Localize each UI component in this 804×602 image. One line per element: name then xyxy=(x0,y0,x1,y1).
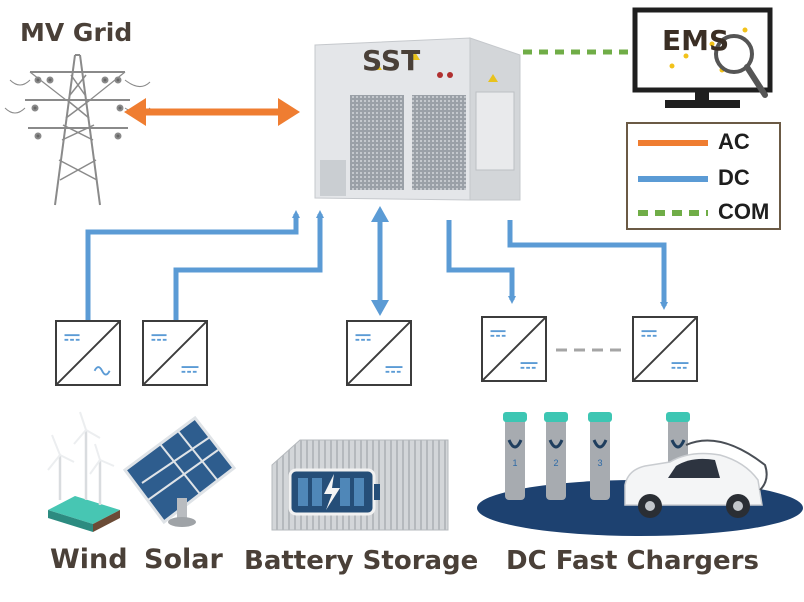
wind-label: Wind xyxy=(50,544,128,575)
ems-label: EMS xyxy=(662,24,730,57)
legend-box: AC DC COM xyxy=(626,122,781,230)
battery-bidirectional-arrowhead-bottom xyxy=(371,300,389,316)
legend-swatch-com xyxy=(638,210,708,216)
solar-label: Solar xyxy=(144,544,223,575)
battery-storage-label: Battery Storage xyxy=(244,546,479,576)
dc-connection-lines xyxy=(85,210,668,320)
charger-number-1: 1 xyxy=(512,458,517,468)
battery-converter-dc-dc xyxy=(346,320,412,386)
electric-car-icon xyxy=(624,439,768,518)
wind-turbine-icon xyxy=(47,411,120,532)
charger-converter-dc-dc-n xyxy=(632,316,698,382)
legend-label-dc: DC xyxy=(718,165,750,190)
legend-label-ac: AC xyxy=(718,129,750,154)
charger-number-3: 3 xyxy=(597,458,602,468)
legend-swatch-dc xyxy=(638,176,708,182)
charger-converter-dc-dc-1 xyxy=(481,316,547,382)
wind-converter-ac-dc xyxy=(55,320,121,386)
legend-item-ac: AC xyxy=(638,128,778,156)
legend-swatch-ac xyxy=(638,140,708,146)
mv-grid-label: MV Grid xyxy=(20,18,133,47)
battery-container-icon xyxy=(271,439,449,531)
battery-bidirectional-arrowhead-top xyxy=(371,206,389,222)
dc-fast-chargers-label: DC Fast Chargers xyxy=(506,546,759,576)
legend-item-com: COM xyxy=(638,198,778,226)
transmission-tower-icon xyxy=(4,54,151,206)
ems-monitor-icon xyxy=(632,7,773,108)
legend-label-com: COM xyxy=(718,199,770,224)
legend-item-dc: DC xyxy=(638,164,778,192)
sst-label: SST xyxy=(362,44,421,77)
sst-cabinet-icon xyxy=(314,37,521,201)
charger-number-2: 2 xyxy=(553,458,558,468)
ac-connection-arrow xyxy=(124,98,300,126)
solar-converter-dc-dc xyxy=(142,320,208,386)
solar-panel-icon xyxy=(122,415,237,527)
